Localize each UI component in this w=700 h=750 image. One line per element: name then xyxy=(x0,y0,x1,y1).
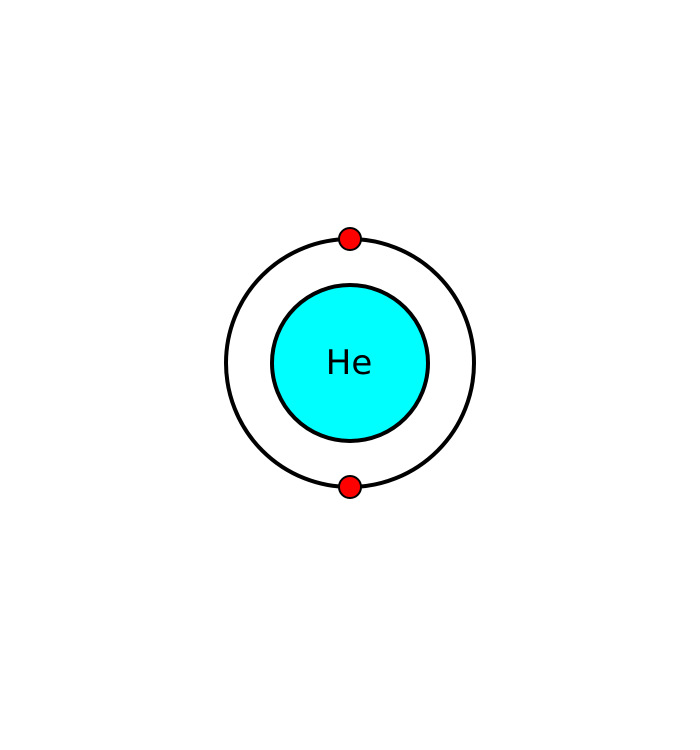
element-symbol: He xyxy=(326,343,372,383)
electrons-group xyxy=(338,227,362,499)
electron xyxy=(338,475,362,499)
electron xyxy=(338,227,362,251)
nucleus xyxy=(270,283,430,443)
